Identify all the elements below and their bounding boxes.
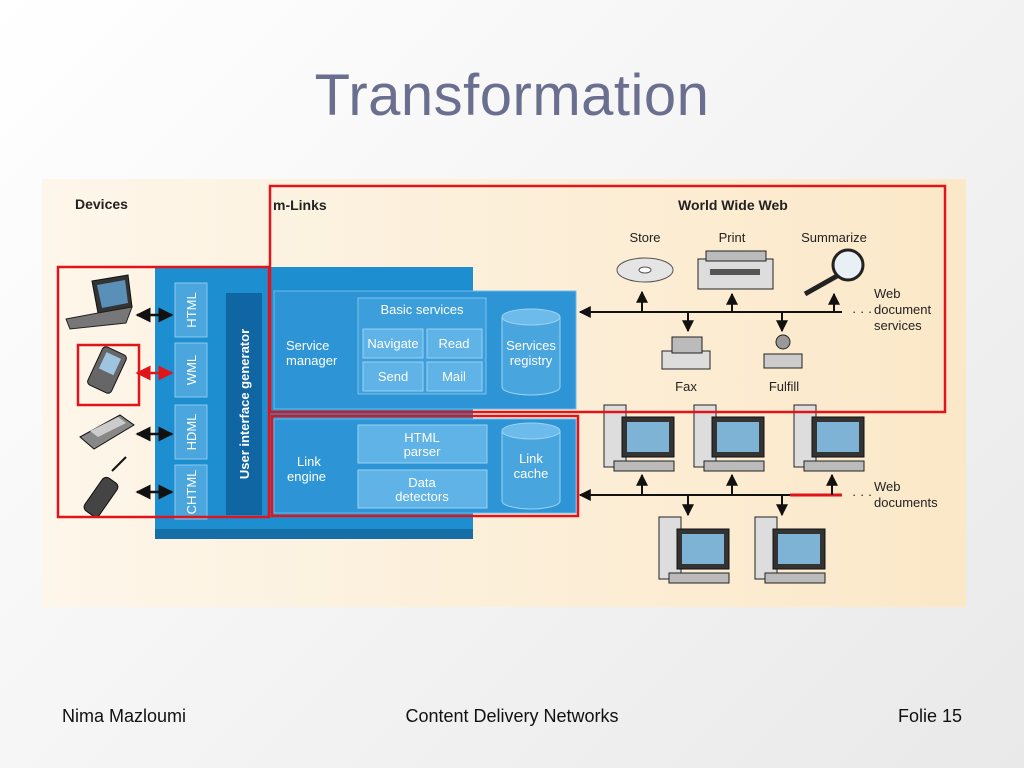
html-parser-line1: HTML (404, 430, 439, 445)
web-doc-services-line2: document (874, 302, 931, 317)
organizer-device (79, 414, 135, 450)
service-read (426, 328, 483, 359)
data-detectors-box (357, 469, 488, 509)
services-registry-line2: registry (510, 353, 553, 368)
link-cache-cylinder: Link cache (501, 422, 561, 510)
ui-generator-label: User interface generator (237, 329, 252, 479)
basic-services-title: Basic services (380, 302, 464, 317)
web-doc-services-line3: services (874, 318, 922, 333)
highlight-pda (76, 343, 141, 407)
fulfill-icon (763, 334, 803, 369)
fax-icon (661, 336, 711, 370)
pda-device (87, 346, 127, 394)
link-cache-line1: Link (519, 451, 543, 466)
laptop-device (65, 274, 133, 330)
transformation-diagram: Devices m-Links World Wide Web HTML WML … (42, 179, 966, 607)
html-parser-line2: parser (404, 444, 442, 459)
highlight-link-engine (270, 414, 580, 518)
html-parser-box (357, 424, 488, 464)
footer-page: Folie 15 (897, 706, 962, 726)
cellphone-device (83, 456, 127, 518)
service-read-label: Read (438, 336, 469, 351)
service-navigate (362, 328, 424, 359)
link-engine-line1: Link (297, 454, 321, 469)
footer-course: Content Delivery Networks (405, 706, 619, 726)
cd-icon (616, 257, 674, 283)
highlight-frames (56, 184, 947, 519)
service-mail-label: Mail (442, 369, 466, 384)
bus-ellipsis-top: · · · (852, 304, 872, 319)
ui-generator-bar (226, 293, 262, 515)
data-detectors-line2: detectors (395, 489, 449, 504)
markup-languages: HTML WML HDML CHTML (174, 282, 208, 520)
store-label: Store (629, 230, 660, 245)
web-documents-line2: documents (874, 495, 938, 510)
markup-wml: WML (184, 355, 199, 385)
fulfill-label: Fulfill (769, 379, 799, 394)
service-mail (426, 361, 483, 392)
fax-label: Fax (675, 379, 697, 394)
services-registry-line1: Services (506, 338, 556, 353)
magnifier-icon (803, 248, 865, 297)
service-navigate-label: Navigate (367, 336, 418, 351)
mlinks-label: m-Links (273, 197, 327, 213)
service-manager-line2: manager (286, 353, 338, 368)
markup-chtml: CHTML (184, 470, 199, 515)
footer-author: Nima Mazloumi (62, 706, 187, 726)
web-server-computers (603, 404, 865, 584)
markup-html: HTML (184, 292, 199, 327)
slide-title: Transformation (314, 63, 710, 128)
bus-ellipsis-bottom: · · · (852, 487, 872, 502)
link-engine-line2: engine (287, 469, 326, 484)
print-label: Print (719, 230, 746, 245)
web-doc-services-line1: Web (874, 286, 901, 301)
summarize-label: Summarize (801, 230, 867, 245)
service-send-label: Send (378, 369, 408, 384)
highlight-devices (56, 265, 271, 519)
www-label: World Wide Web (678, 197, 788, 213)
devices-label: Devices (75, 196, 128, 212)
printer-icon (697, 250, 774, 290)
service-manager-line1: Service (286, 338, 329, 353)
markup-hdml: HDML (184, 414, 199, 451)
services-registry-cylinder: Services registry (501, 308, 561, 396)
link-cache-line2: cache (514, 466, 549, 481)
web-documents-line1: Web (874, 479, 901, 494)
data-detectors-line1: Data (408, 475, 436, 490)
service-send (362, 361, 424, 392)
